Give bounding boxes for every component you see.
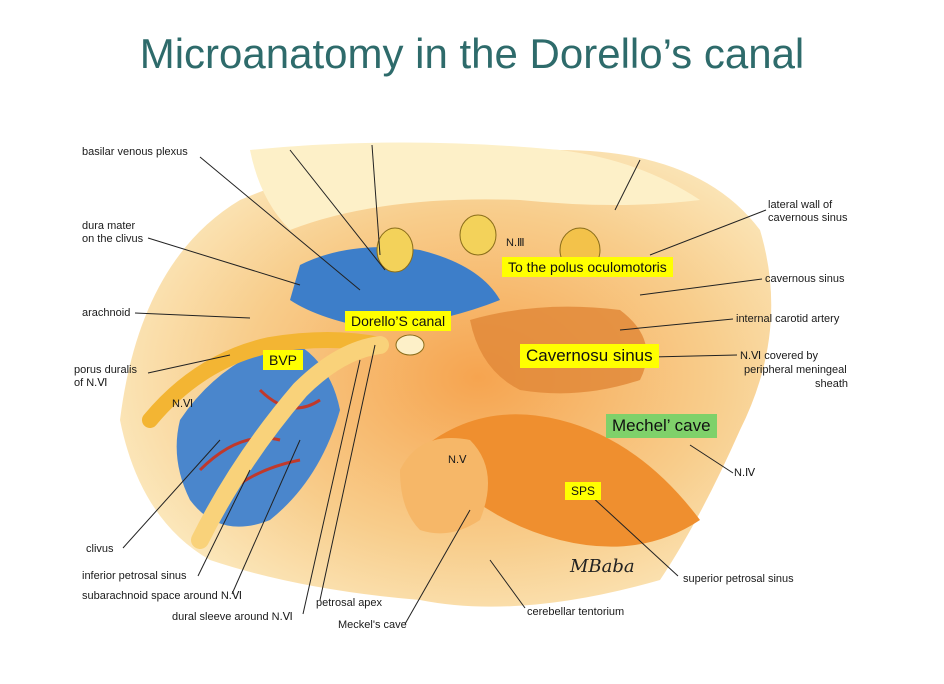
abducens-nerve [142,332,388,428]
label-nvi-covered-1: N.Ⅵ covered by [740,350,819,362]
slide-title: Microanatomy in the Dorello’s canal [139,30,805,77]
highlight-mechel-cave: Mechel’ cave [606,414,717,438]
line-ips [197,469,251,577]
label-cavernous-sinus: cavernous sinus [765,273,845,285]
nerve-stump-1 [376,227,414,273]
highlight-bvp: BVP [263,350,304,370]
label-lateral-wall-2: cavernous sinus [768,212,848,224]
carotid-stump [395,334,425,356]
nerve-stump-oculomotor [459,214,497,256]
label-n-iv: N.Ⅳ [734,467,756,479]
highlight-polus-oculomotoris: To the polus oculomotoris [502,257,673,277]
line-dura [147,237,301,286]
basilar-plexus-region [290,247,500,330]
line-meckel [404,509,471,625]
label-n-v: N.Ⅴ [448,454,467,466]
meckel-cave-region [400,438,488,534]
line-basilar [199,156,361,291]
label-nvi-left: N.Ⅵ [172,398,194,410]
highlight-cavernosu-sinus: Cavernosu sinus [520,344,659,368]
petrous-ridge [420,414,700,547]
line-top-1 [371,144,381,256]
line-porus [147,354,231,374]
upper-pale-area [250,142,700,230]
highlight-sps: SPS [565,482,602,500]
label-petrosal-apex: petrosal apex [316,597,383,609]
label-internal-carotid-artery: internal carotid artery [736,313,840,325]
label-dura-mater-2: on the clivus [82,233,144,245]
label-subarachnoid-space: subarachnoid space around N.Ⅵ [82,590,242,602]
label-n-iii: N.Ⅲ [506,237,525,249]
line-sps [589,494,679,577]
signature: MBaba [569,556,635,577]
label-porus-duralis-2: of N.Ⅵ [74,377,108,389]
label-dural-sleeve: dural sleeve around N.Ⅵ [172,611,293,623]
line-ica [619,318,734,331]
line-cavernous [639,278,763,296]
label-arachnoid: arachnoid [82,307,131,319]
label-nvi-covered-2: peripheral meningeal [744,364,847,376]
line-n4 [689,444,734,474]
line-clivus [122,439,221,549]
label-meckels-cave: Meckel's cave [338,619,407,631]
label-porus-duralis-1: porus duralis [74,364,137,376]
line-dural-sleeve [302,359,361,615]
line-petrosal-apex [319,344,376,601]
abducens-nerve-sleeve [191,336,389,549]
line-arachnoid [134,312,251,319]
line-tentorium [489,559,526,609]
line-top-3 [614,159,641,211]
illustration-background [120,148,772,607]
label-lateral-wall-1: lateral wall of [768,199,833,211]
highlight-dorello-canal: Dorello’S canal [345,311,452,331]
line-subarach [231,439,301,595]
label-nvi-covered-3: sheath [815,378,849,390]
label-inferior-petrosal-sinus: inferior petrosal sinus [82,570,187,582]
label-superior-petrosal-sinus: superior petrosal sinus [683,573,794,585]
label-dura-mater-1: dura mater [82,220,136,232]
line-top-2 [289,149,386,271]
label-basilar-venous-plexus: basilar venous plexus [82,146,188,158]
label-clivus: clivus [86,543,114,555]
label-cerebellar-tentorium: cerebellar tentorium [527,606,625,618]
line-lateral-wall [649,209,767,256]
